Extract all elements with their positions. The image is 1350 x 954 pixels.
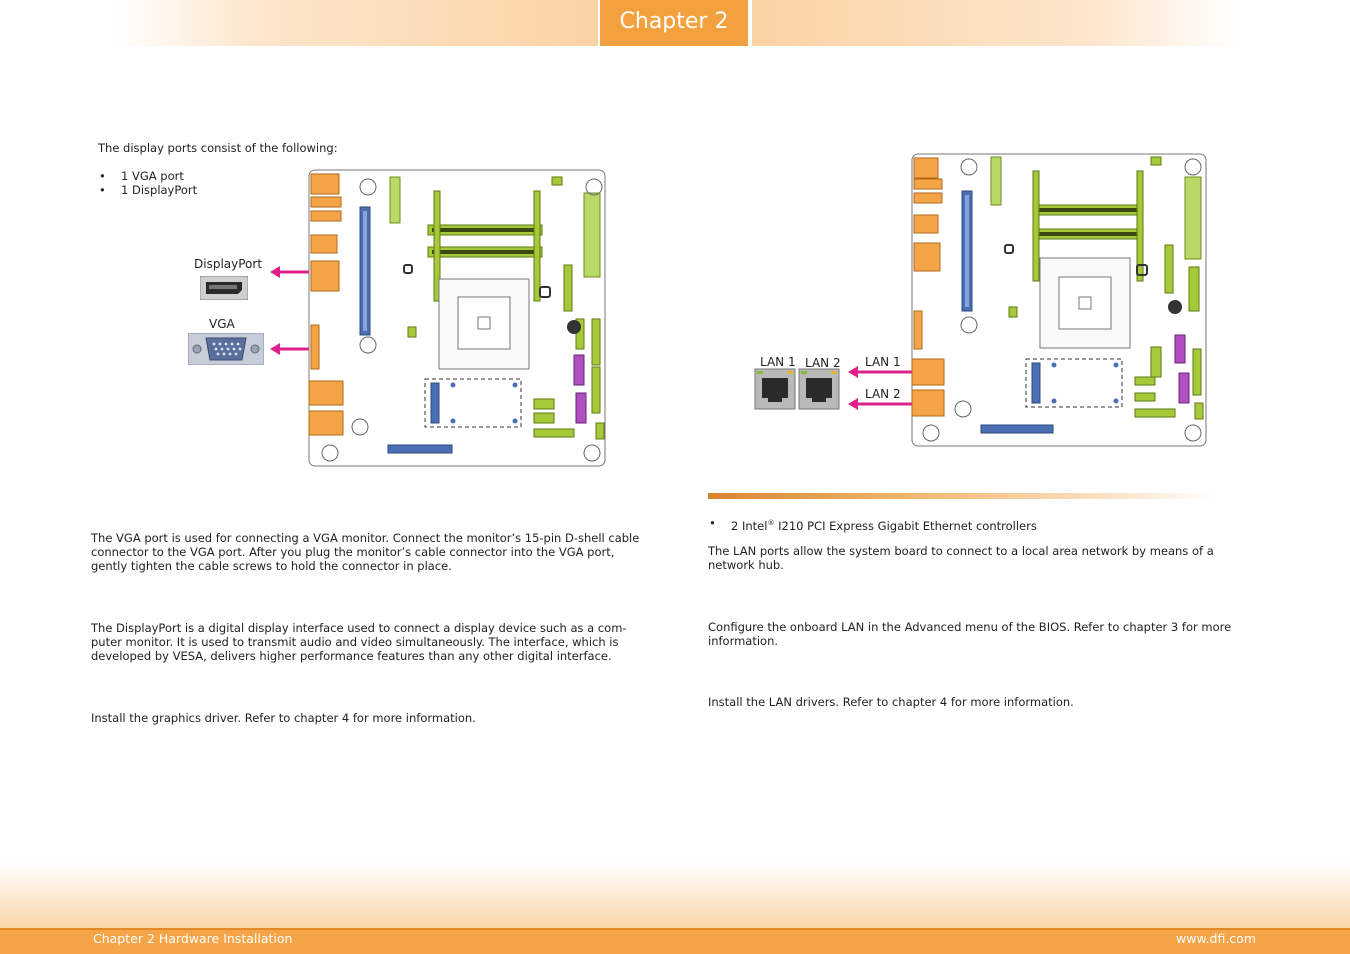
footer-website-link[interactable]: www.dfi.com	[1176, 931, 1256, 946]
lan-arrows	[848, 366, 912, 410]
footer-chapter-title: Chapter 2 Hardware Installation	[93, 931, 293, 946]
list-item: 1 VGA port	[99, 169, 197, 183]
lan-description: The LAN ports allow the system board to …	[708, 544, 1214, 572]
displayport-description: The DisplayPort is a digital display int…	[91, 621, 627, 663]
header-band-right	[752, 0, 1240, 46]
vga-label: VGA	[209, 317, 235, 331]
motherboard-diagram-right	[911, 153, 1207, 447]
controller-model: I210 PCI Express Gigabit Ethernet contro…	[774, 518, 1037, 533]
lan-bios-note: Configure the onboard LAN in the Advance…	[708, 620, 1232, 648]
controller-brand: Intel	[741, 518, 768, 533]
vga-description: The VGA port is used for connecting a VG…	[91, 531, 640, 573]
vga-connector-image	[188, 333, 264, 365]
list-item: 1 DisplayPort	[99, 183, 197, 197]
lan-controller-list: 2 Intel® I210 PCI Express Gigabit Ethern…	[709, 516, 1037, 533]
footer-band	[0, 862, 1350, 930]
port-arrows	[270, 266, 310, 355]
list-item: 2 Intel® I210 PCI Express Gigabit Ethern…	[709, 516, 1037, 533]
chapter-tab: Chapter 2	[598, 0, 750, 46]
graphics-driver-note: Install the graphics driver. Refer to ch…	[91, 711, 476, 725]
displayport-connector-image	[200, 276, 248, 300]
header-band-left	[110, 0, 598, 46]
lan2-image-label: LAN 2	[805, 356, 841, 370]
display-ports-list: 1 VGA port 1 DisplayPort	[99, 169, 197, 197]
motherboard-diagram-left	[308, 169, 606, 467]
lan-driver-note: Install the LAN drivers. Refer to chapte…	[708, 695, 1074, 709]
lan2-arrow-label: LAN 2	[865, 387, 901, 401]
lan1-arrow-label: LAN 1	[865, 355, 901, 369]
lan1-image-label: LAN 1	[760, 355, 796, 369]
registered-mark: ®	[767, 519, 775, 527]
displayport-label: DisplayPort	[194, 257, 263, 271]
lan-connectors-image	[754, 368, 840, 410]
controller-count: 2	[731, 518, 742, 533]
section-divider	[708, 493, 1213, 499]
footer-bar	[0, 928, 1350, 954]
display-ports-intro: The display ports consist of the followi…	[98, 141, 338, 155]
